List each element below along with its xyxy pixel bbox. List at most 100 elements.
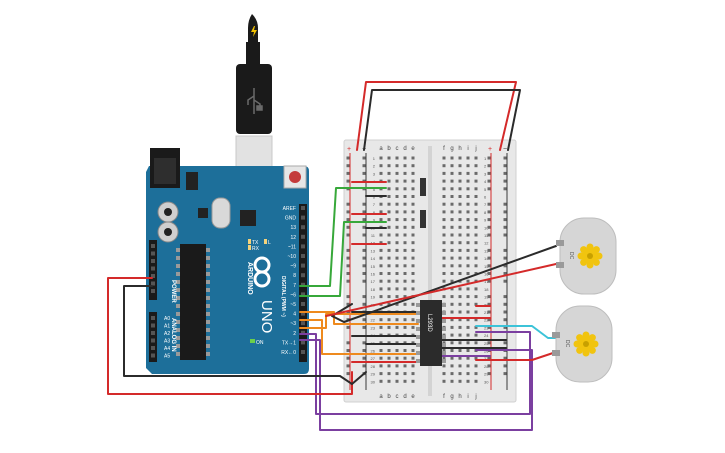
on-label: ON [256, 340, 264, 346]
column-label: g [450, 146, 453, 152]
column-label: f [443, 146, 445, 152]
model-label: UNO [258, 300, 275, 333]
l-label: L [268, 240, 271, 246]
row-number: 20 [484, 302, 489, 307]
header-pin[interactable] [151, 266, 155, 271]
wire-red-motor1 [325, 263, 557, 317]
wire-black-gnd [123, 285, 367, 385]
column-label: f [443, 394, 445, 400]
row-number: 18 [484, 287, 489, 292]
row-number: 28 [371, 364, 376, 369]
header-pin[interactable] [301, 282, 305, 287]
arduino-uno-board[interactable]: TX RX L ON ARDUINO UNO POWER ANALOG IN D… [130, 148, 309, 374]
column-label: c [396, 394, 399, 400]
header-pin[interactable] [151, 281, 155, 286]
row-number: 22 [371, 318, 376, 323]
column-label: j [474, 394, 476, 400]
header-pin[interactable] [151, 353, 155, 358]
header-pin[interactable] [151, 274, 155, 278]
tx-label: TX [252, 240, 259, 246]
header-pin[interactable] [151, 346, 155, 350]
header-pin[interactable] [301, 340, 305, 345]
header-pin[interactable] [151, 323, 155, 328]
analog-pin-label: A5 [164, 354, 170, 360]
power-pin-label: 3.3V [136, 259, 145, 264]
header-pin[interactable] [301, 330, 305, 335]
header-pin[interactable] [301, 273, 305, 278]
row-number: 27 [484, 356, 489, 361]
ic-label: L293D [426, 314, 432, 332]
header-pin[interactable] [301, 234, 305, 239]
row-number: 1 [484, 156, 487, 161]
digital-pin-label: ~11 [288, 244, 296, 250]
switch-1[interactable] [420, 178, 426, 196]
digital-pin-label: 2 [293, 331, 296, 337]
breadboard-holes [346, 156, 507, 383]
dc-motor-1[interactable]: DC [556, 217, 617, 295]
header-pin[interactable] [301, 254, 305, 258]
header-pin[interactable] [301, 321, 305, 326]
header-pin[interactable] [151, 331, 155, 335]
power-section-label: POWER [170, 280, 176, 303]
row-number: 21 [484, 310, 489, 315]
wires [107, 81, 557, 431]
row-number: 22 [484, 318, 489, 323]
row-number: 30 [484, 379, 489, 384]
wire-orange-2 [299, 319, 419, 355]
row-number: 3 [373, 171, 376, 176]
row-number: 19 [371, 295, 376, 300]
header-pin[interactable] [301, 244, 305, 249]
motor-gear-icon [573, 331, 599, 357]
header-pin[interactable] [151, 338, 155, 343]
header-pin[interactable] [301, 292, 305, 297]
header-pin[interactable] [151, 244, 155, 248]
row-number: 7 [373, 202, 376, 207]
usb-cable[interactable] [235, 14, 273, 187]
row-number: 17 [484, 279, 489, 284]
switch-2[interactable] [420, 210, 426, 228]
motor-label: DC [564, 340, 570, 348]
column-label: b [387, 394, 391, 400]
row-number: 27 [371, 356, 376, 361]
digital-pin-label: GND [285, 216, 297, 222]
row-number: 23 [371, 325, 376, 330]
row-number: 11 [484, 233, 489, 238]
row-number: 4 [484, 179, 487, 184]
header-pin[interactable] [151, 259, 155, 263]
header-pin[interactable] [301, 215, 305, 220]
header-pin[interactable] [301, 206, 305, 210]
l293d-chip[interactable]: L293D [416, 300, 446, 366]
analog-header [149, 312, 157, 362]
chip-pins [176, 248, 210, 356]
usb-icon [247, 88, 263, 114]
header-pin[interactable] [301, 225, 305, 230]
header-pin[interactable] [151, 251, 155, 256]
atmega-chip [180, 244, 206, 360]
crystal [211, 197, 231, 229]
power-pin-label: Vin [139, 289, 146, 294]
digital-pin-label: ~3 [290, 321, 296, 327]
header-pin[interactable] [301, 350, 305, 354]
header-pin[interactable] [301, 263, 305, 268]
header-pin[interactable] [301, 302, 305, 306]
power-pin-label: GND [135, 282, 146, 287]
row-number: 15 [484, 264, 489, 269]
header-pin[interactable] [151, 316, 155, 320]
row-number: 25 [484, 341, 489, 346]
header-pin[interactable] [301, 311, 305, 316]
analog-pin-label: A2 [164, 331, 170, 337]
dc-motor-2[interactable]: DC [552, 305, 613, 383]
header-pin[interactable] [151, 289, 155, 293]
row-number: 29 [371, 372, 376, 377]
wire-purple-2 [299, 339, 533, 431]
column-label: a [379, 394, 383, 400]
row-number: 17 [371, 279, 376, 284]
analog-pin-label: A0 [164, 316, 170, 322]
reset-button[interactable] [283, 165, 307, 189]
row-number: 14 [371, 256, 376, 261]
row-number: 10 [484, 225, 489, 230]
